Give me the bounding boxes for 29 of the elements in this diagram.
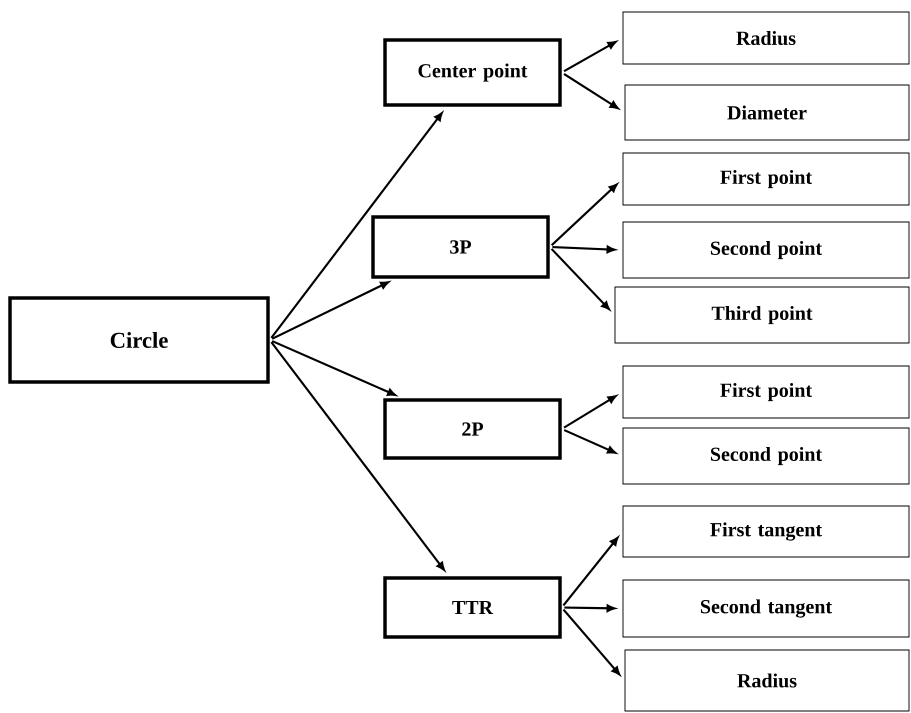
branch-box: 3P (371, 215, 550, 279)
arrow (272, 281, 390, 340)
arrow (564, 429, 616, 454)
arrow (550, 248, 610, 310)
arrow (564, 41, 616, 72)
arrow (270, 112, 443, 339)
branch-box: TTR (383, 576, 562, 639)
leaf-box: Diameter (624, 84, 910, 140)
branch-box: Center point (383, 38, 562, 107)
arrow (272, 340, 396, 396)
leaf-box: Radius (624, 650, 910, 712)
leaf-box: Second point (622, 428, 910, 484)
arrow (563, 73, 619, 110)
branch-box: 2P (383, 398, 562, 460)
arrow (563, 395, 617, 429)
arrow (270, 341, 445, 571)
arrow (550, 184, 618, 246)
arrow (562, 608, 620, 676)
root-box: Circle (8, 296, 270, 384)
arrow (552, 246, 616, 254)
leaf-box: Radius (622, 12, 910, 64)
leaf-box: First tangent (622, 506, 910, 558)
leaf-box: Second point (622, 222, 910, 278)
leaf-box: First point (622, 152, 910, 206)
leaf-box: First point (622, 366, 910, 418)
arrow (564, 604, 616, 612)
leaf-box: Second tangent (622, 580, 910, 638)
leaf-box: Third point (614, 286, 910, 344)
arrow (562, 536, 618, 606)
